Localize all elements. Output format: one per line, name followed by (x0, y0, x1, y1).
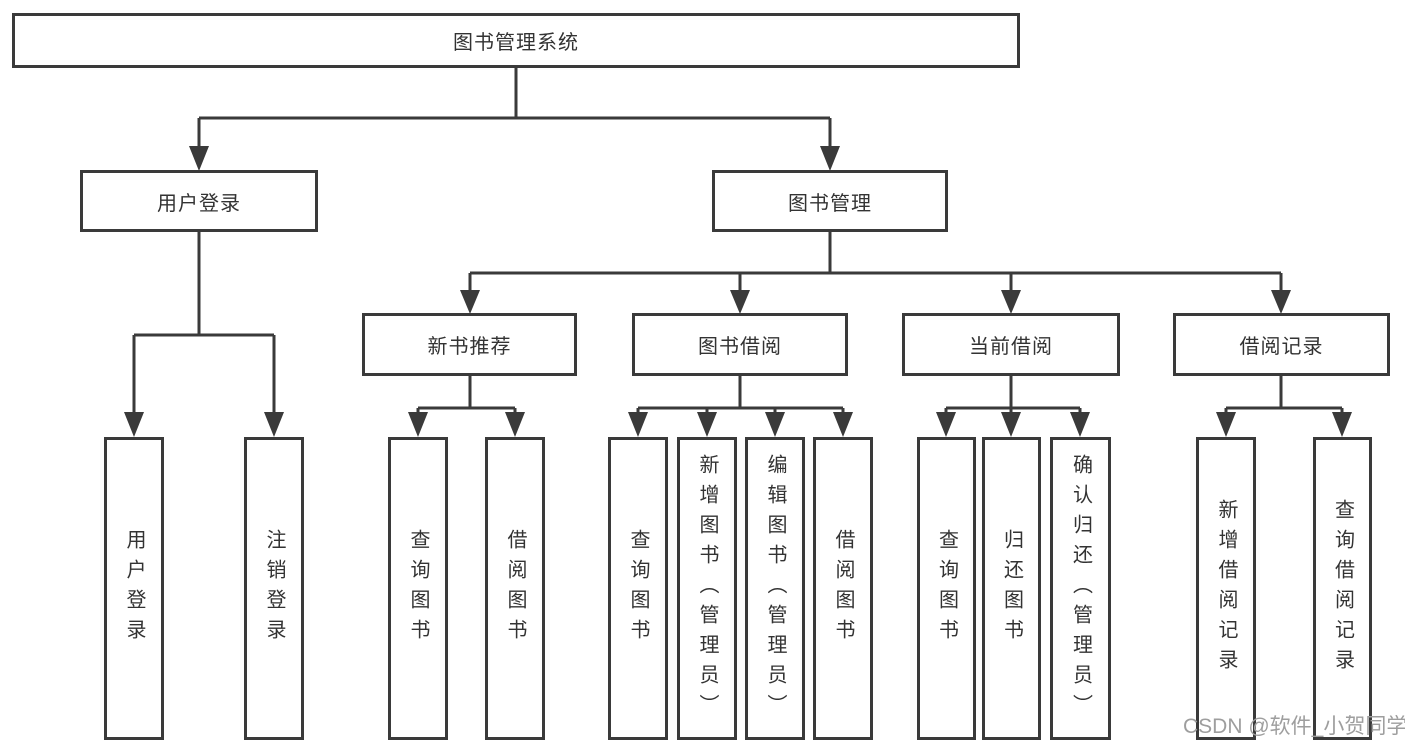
connector-book-borrow-children (628, 375, 853, 437)
leaf-newbook-borrow-books: 借阅图书 (485, 437, 545, 740)
arrowhead-icon (189, 146, 209, 171)
node-current-borrow-label: 当前借阅 (969, 336, 1053, 358)
arrowhead-icon (1216, 412, 1236, 437)
node-current-borrow: 当前借阅 (902, 313, 1120, 376)
arrowhead-icon (264, 412, 284, 437)
leaf-borrow-query-books: 查询图书 (608, 437, 668, 740)
arrowhead-icon (765, 412, 785, 437)
leaf-borrow-borrow-books: 借阅图书 (813, 437, 873, 740)
arrowhead-icon (505, 412, 525, 437)
leaf-current-query-books-label: 查询图书 (935, 528, 958, 649)
leaf-newbook-query-books: 查询图书 (388, 437, 448, 740)
arrowhead-icon (408, 412, 428, 437)
arrowhead-icon (124, 412, 144, 437)
node-user-login-label: 用户登录 (157, 192, 241, 215)
watermark-csdn: CSDN @软件_小贺同学 (1183, 715, 1405, 738)
leaf-borrow-add-books-admin-label: 新增图书（管理员） (696, 453, 718, 724)
arrowhead-icon (936, 412, 956, 437)
connector-user-login-children (124, 232, 284, 437)
leaf-borrow-edit-books-admin: 编辑图书（管理员） (745, 437, 805, 740)
arrowhead-icon (820, 146, 840, 171)
node-book-borrow: 图书借阅 (632, 313, 848, 376)
arrowhead-icon (1332, 412, 1352, 437)
node-user-login: 用户登录 (80, 170, 318, 232)
arrowhead-icon (1070, 412, 1090, 437)
leaf-records-query-record-label: 查询借阅记录 (1331, 498, 1354, 679)
arrowhead-icon (697, 412, 717, 437)
leaf-newbook-query-books-label: 查询图书 (407, 528, 429, 649)
node-book-management: 图书管理 (712, 170, 948, 232)
arrowhead-icon (1271, 290, 1291, 314)
leaf-current-query-books: 查询图书 (917, 437, 976, 740)
leaf-borrow-edit-books-admin-label: 编辑图书（管理员） (764, 453, 786, 724)
node-book-borrow-label: 图书借阅 (698, 336, 782, 358)
arrowhead-icon (1001, 412, 1021, 437)
leaf-borrow-borrow-books-label: 借阅图书 (832, 528, 854, 649)
arrowhead-icon (730, 290, 750, 314)
leaf-logout-label: 注销登录 (263, 528, 285, 649)
leaf-borrow-add-books-admin: 新增图书（管理员） (677, 437, 737, 740)
leaf-newbook-borrow-books-label: 借阅图书 (504, 528, 526, 649)
leaf-current-confirm-return-admin-label: 确认归还（管理员） (1069, 453, 1092, 724)
arrowhead-icon (460, 290, 480, 314)
leaf-current-return-books: 归还图书 (982, 437, 1041, 740)
leaf-logout: 注销登录 (244, 437, 304, 740)
leaf-records-query-record: 查询借阅记录 (1313, 437, 1372, 740)
arrowhead-icon (1001, 290, 1021, 314)
leaf-user-login: 用户登录 (104, 437, 164, 740)
leaf-records-add-record: 新增借阅记录 (1196, 437, 1256, 740)
node-library-system-label: 图书管理系统 (453, 32, 579, 54)
node-borrow-records-label: 借阅记录 (1239, 336, 1324, 358)
leaf-current-confirm-return-admin: 确认归还（管理员） (1050, 437, 1111, 740)
node-borrow-records: 借阅记录 (1173, 313, 1390, 376)
node-new-book-recommend-label: 新书推荐 (427, 336, 512, 358)
leaf-current-return-books-label: 归还图书 (1000, 528, 1023, 649)
leaf-user-login-label: 用户登录 (123, 528, 145, 649)
node-new-book-recommend: 新书推荐 (362, 313, 577, 376)
connector-new-book-children (408, 375, 525, 437)
arrowhead-icon (628, 412, 648, 437)
connector-book-management-children (460, 232, 1291, 314)
leaf-borrow-query-books-label: 查询图书 (627, 528, 649, 649)
node-book-management-label: 图书管理 (788, 192, 872, 215)
leaf-records-add-record-label: 新增借阅记录 (1215, 498, 1237, 679)
connector-records-children (1216, 375, 1352, 437)
arrowhead-icon (833, 412, 853, 437)
node-library-system: 图书管理系统 (12, 13, 1020, 68)
connector-current-borrow-children (936, 375, 1090, 437)
connector-root-to-branches (189, 67, 840, 171)
